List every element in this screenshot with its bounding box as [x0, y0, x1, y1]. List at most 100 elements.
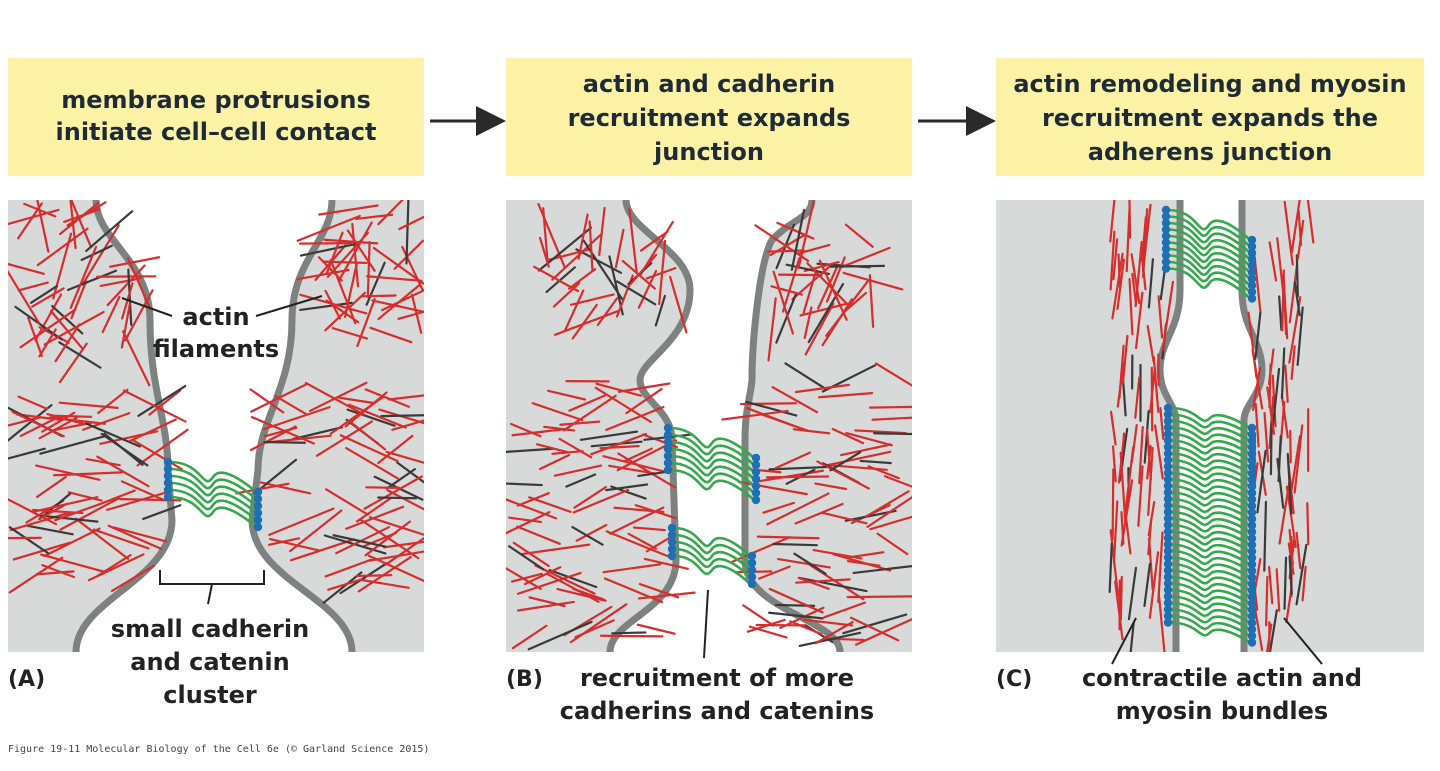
catenin-dot — [1163, 442, 1173, 452]
catenin-dot — [1247, 625, 1257, 634]
actin-filament — [329, 258, 357, 325]
actin-filament — [106, 491, 169, 511]
actin-filament — [377, 200, 404, 226]
actin-filament — [317, 256, 343, 282]
catenin-dot — [747, 579, 757, 589]
actin-filament — [516, 571, 582, 595]
catenin-dot — [1163, 488, 1173, 497]
catenin-dot — [1163, 462, 1173, 471]
actin-filament — [97, 388, 129, 415]
actin-filament — [553, 464, 603, 477]
catenin-dot — [1247, 540, 1257, 550]
actin-filament — [1159, 406, 1165, 440]
actin-filament — [1128, 277, 1134, 336]
actin-filament — [323, 238, 379, 245]
actin-filament — [356, 574, 393, 578]
catenin-dot — [1247, 261, 1257, 271]
actin-filament — [81, 224, 120, 286]
panel-c-cadherin-junction — [1161, 205, 1257, 647]
actin-filament — [356, 298, 376, 348]
actin-filament — [8, 269, 41, 325]
catenin-dot — [1163, 533, 1173, 543]
actin-filament — [8, 526, 50, 555]
actin-filament — [609, 506, 665, 535]
cadherin-strand — [669, 440, 755, 473]
actin-filament — [1127, 566, 1138, 621]
catenin-dot — [667, 537, 677, 547]
catenin-dot — [1247, 605, 1257, 615]
actin-filament — [794, 383, 851, 394]
catenin-dot — [663, 444, 673, 454]
actin-filament — [795, 578, 851, 584]
catenin-dot — [747, 572, 757, 582]
actin-filament — [405, 200, 410, 265]
actin-filament — [603, 577, 664, 604]
actin-filament — [363, 475, 423, 510]
catenin-dot — [1163, 449, 1173, 458]
actin-filament — [636, 623, 676, 635]
actin-filament — [48, 416, 107, 425]
actin-filament — [1121, 334, 1129, 385]
catenin-dot — [1247, 612, 1257, 621]
actin-filament — [1111, 445, 1117, 483]
actin-filament — [8, 404, 53, 442]
actin-filament — [39, 435, 107, 455]
actin-filament — [393, 239, 424, 270]
actin-filament — [1247, 311, 1258, 379]
actin-filament — [632, 526, 666, 532]
actin-filament — [1266, 386, 1276, 435]
actin-filament — [1295, 543, 1308, 606]
actin-filament — [1120, 510, 1125, 545]
actin-filament — [772, 542, 818, 547]
actin-filament — [325, 299, 360, 324]
catenin-dot — [751, 495, 761, 505]
cadherin-strand — [673, 554, 751, 585]
actin-filament — [594, 386, 652, 424]
cadherin-strand — [1169, 484, 1251, 508]
panel-a-cadherin-cluster — [163, 457, 263, 532]
cadherin-strand — [1169, 491, 1251, 514]
actin-filament — [366, 275, 423, 282]
catenin-dot — [1247, 521, 1257, 530]
actin-filament — [516, 525, 561, 545]
cadherin-strand — [1169, 536, 1251, 560]
actin-filament — [80, 244, 113, 261]
bundles-leader-line-right — [1283, 617, 1323, 665]
actin-filament — [575, 248, 623, 274]
actin-filament — [1271, 374, 1277, 428]
actin-filament — [1288, 263, 1299, 324]
catenin-dot — [1163, 520, 1173, 530]
actin-filament — [318, 204, 379, 216]
actin-filament — [1112, 238, 1119, 281]
actin-filament — [510, 422, 542, 438]
bundles-leader-line-left — [1111, 617, 1137, 665]
actin-filament — [59, 496, 121, 531]
cadherin-strand — [1169, 478, 1251, 501]
actin-filament — [776, 221, 815, 240]
actin-filament — [49, 309, 85, 351]
actin-filament — [859, 459, 892, 465]
actin-filament — [96, 455, 150, 488]
actin-filament — [70, 280, 88, 320]
actin-filament — [1109, 200, 1116, 243]
actin-filament — [1296, 306, 1304, 366]
catenin-dot — [1247, 618, 1257, 628]
actin-filament — [360, 519, 420, 560]
catenin-dot — [1163, 514, 1173, 523]
actin-filament — [58, 401, 119, 409]
actin-filament — [1295, 254, 1299, 298]
catenin-dot — [1163, 429, 1173, 439]
actin-filament — [588, 220, 594, 272]
actin-filament — [1275, 568, 1281, 612]
catenin-dot — [751, 467, 761, 477]
actin-filament — [1293, 281, 1301, 317]
cadherin-strand — [1169, 439, 1251, 462]
actin-filament — [142, 504, 182, 521]
catenin-dot — [1247, 423, 1257, 433]
actin-filament — [758, 565, 791, 580]
actin-filament — [567, 268, 597, 290]
actin-filament — [804, 302, 835, 356]
catenin-dot — [1247, 274, 1257, 284]
actin-filament — [538, 453, 571, 471]
